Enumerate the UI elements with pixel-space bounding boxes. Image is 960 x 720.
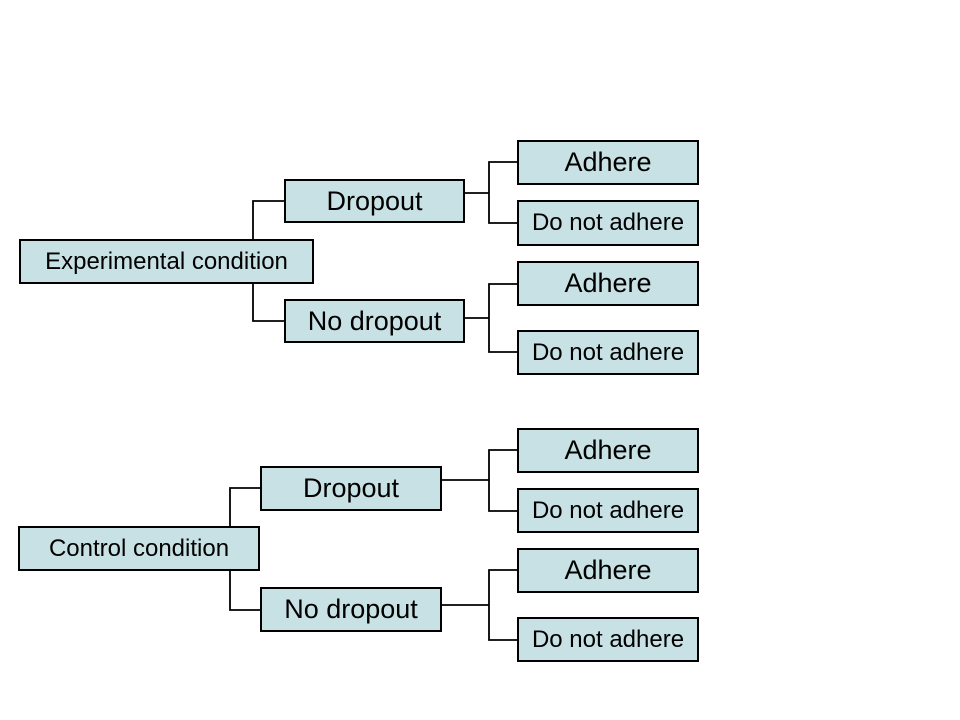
node-exp-no-dropout: No dropout — [284, 299, 465, 343]
node-ctrl-no-dropout-do-not-adhere: Do not adhere — [517, 617, 699, 662]
connector — [488, 161, 517, 224]
connector — [252, 200, 284, 239]
node-control-condition: Control condition — [18, 526, 260, 571]
connector — [252, 284, 284, 322]
connector — [488, 449, 517, 512]
connector — [229, 487, 260, 526]
node-exp-dropout: Dropout — [284, 179, 465, 223]
node-ctrl-dropout-adhere: Adhere — [517, 428, 699, 473]
node-exp-no-dropout-adhere: Adhere — [517, 261, 699, 306]
connector — [488, 283, 517, 353]
connector — [488, 569, 517, 641]
node-exp-dropout-do-not-adhere: Do not adhere — [517, 200, 699, 246]
node-exp-no-dropout-do-not-adhere: Do not adhere — [517, 330, 699, 375]
connector — [229, 571, 260, 611]
node-exp-dropout-adhere: Adhere — [517, 140, 699, 185]
node-experimental-condition: Experimental condition — [19, 239, 314, 284]
node-ctrl-dropout-do-not-adhere: Do not adhere — [517, 488, 699, 533]
node-ctrl-dropout: Dropout — [260, 466, 442, 511]
node-ctrl-no-dropout: No dropout — [260, 587, 442, 632]
node-ctrl-no-dropout-adhere: Adhere — [517, 548, 699, 593]
